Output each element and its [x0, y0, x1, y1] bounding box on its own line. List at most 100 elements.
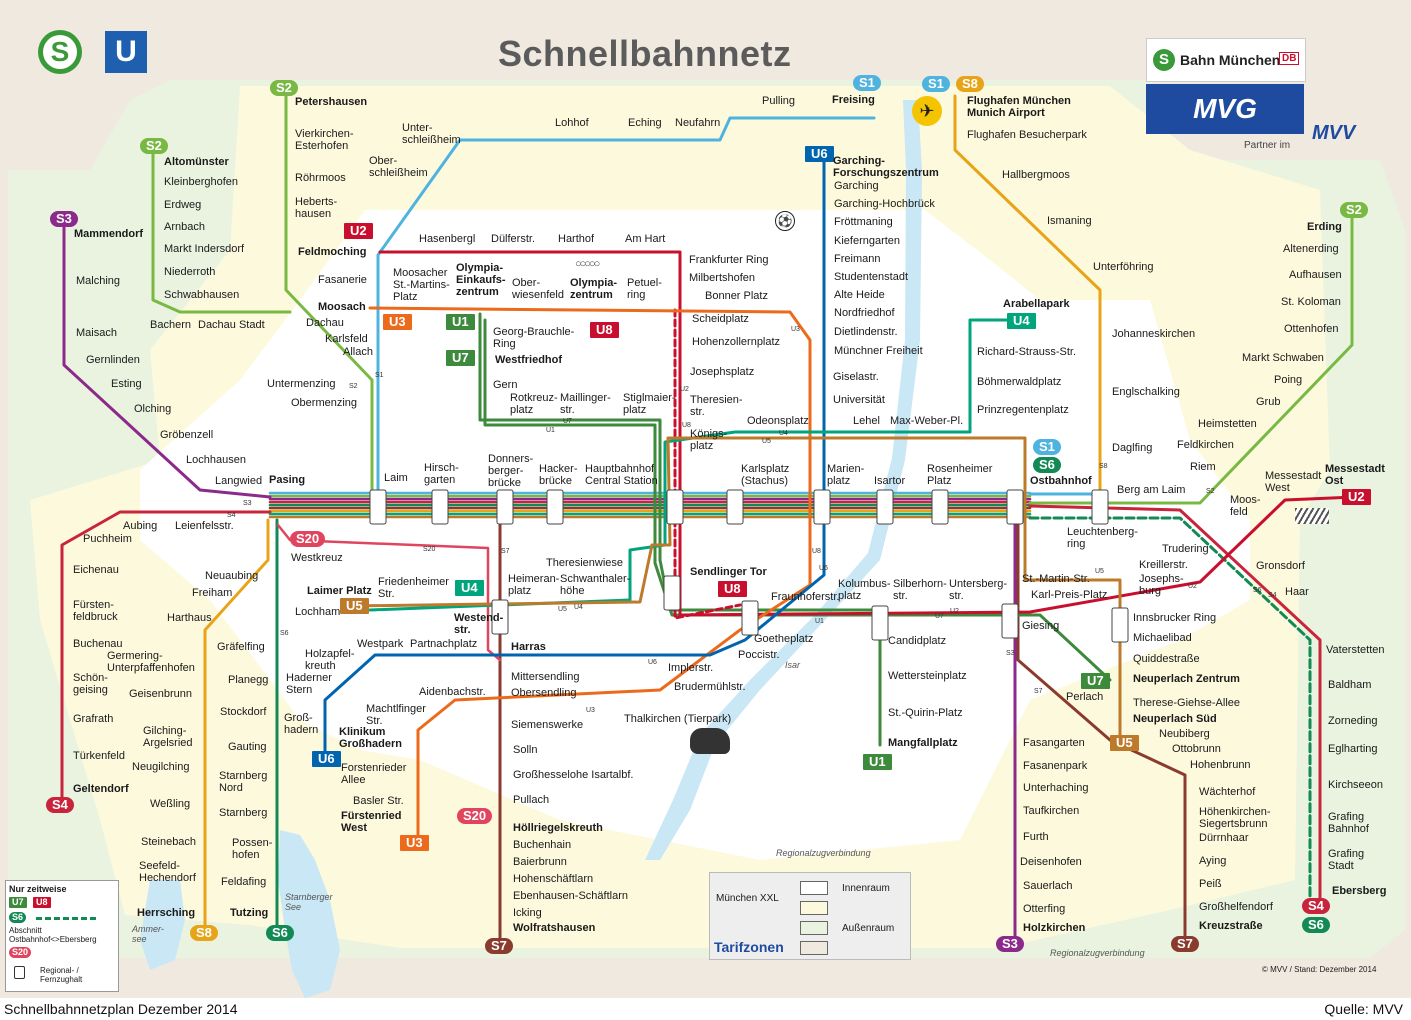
station-label[interactable]: Moosacher St.-Martins- Platz: [393, 267, 450, 303]
station-label[interactable]: Friedenheimer Str.: [378, 576, 449, 600]
station-label[interactable]: Westpark: [357, 638, 404, 650]
station-label[interactable]: Goetheplatz: [754, 633, 814, 645]
station-label[interactable]: Untersberg- str.: [949, 578, 1008, 602]
station-label[interactable]: Partnachplatz: [410, 638, 478, 650]
station-label[interactable]: Ober- schleißheim: [369, 155, 428, 179]
station-label[interactable]: Fasangarten: [1023, 737, 1085, 749]
station-label[interactable]: Starnberg: [219, 807, 268, 819]
station-label[interactable]: Olching: [134, 403, 172, 415]
line-badge-u8[interactable]: U8: [590, 322, 619, 338]
station-label[interactable]: Giesing: [1022, 620, 1060, 632]
station-label[interactable]: Buchenau: [73, 638, 123, 650]
station-label[interactable]: Daglfing: [1112, 442, 1153, 454]
station-label[interactable]: Moosach: [318, 301, 366, 313]
station-label[interactable]: Markt Schwaben: [1242, 352, 1324, 364]
station-label[interactable]: Olympia- Einkaufs- zentrum: [456, 262, 506, 298]
station-label[interactable]: Heberts- hausen: [295, 196, 338, 220]
station-label[interactable]: Rotkreuz- platz: [510, 392, 558, 416]
station-label[interactable]: Baierbrunn: [513, 856, 567, 868]
line-badge-s2[interactable]: S2: [140, 138, 168, 154]
station-label[interactable]: Harthaus: [167, 612, 212, 624]
station-label[interactable]: Ostbahnhof: [1030, 475, 1092, 487]
line-badge-u7[interactable]: U7: [446, 350, 475, 366]
station-label[interactable]: Malching: [76, 275, 121, 287]
station-label[interactable]: Candidplatz: [888, 635, 947, 647]
station-label[interactable]: Erding: [1307, 221, 1342, 233]
station-label[interactable]: Max-Weber-Pl.: [890, 415, 964, 427]
station-label[interactable]: Aying: [1199, 855, 1227, 867]
station-label[interactable]: Otterfing: [1023, 903, 1066, 915]
line-badge-u6[interactable]: U6: [805, 146, 834, 162]
station-label[interactable]: Grafing Stadt: [1328, 848, 1365, 872]
station-label[interactable]: Solln: [513, 744, 538, 756]
station-label[interactable]: Messestadt West: [1265, 470, 1322, 494]
station-label[interactable]: Milbertshofen: [689, 272, 756, 284]
station-label[interactable]: Hohenbrunn: [1190, 759, 1251, 771]
line-badge-s8[interactable]: S8: [190, 925, 218, 941]
station-label[interactable]: Königs- platz: [690, 428, 728, 452]
station-label[interactable]: Starnberg Nord: [219, 770, 268, 794]
station-label[interactable]: Lehel: [853, 415, 880, 427]
station-label[interactable]: Mammendorf: [74, 228, 144, 240]
line-badge-s7[interactable]: S7: [1171, 936, 1199, 952]
line-badge-s6[interactable]: S6: [1033, 457, 1061, 473]
station-label[interactable]: Fasanerie: [318, 274, 367, 286]
line-badge-s20[interactable]: S20: [290, 531, 326, 547]
station-label[interactable]: Thalkirchen (Tierpark): [624, 713, 732, 725]
station-label[interactable]: Lochhausen: [186, 454, 246, 466]
station-label[interactable]: Wettersteinplatz: [888, 670, 967, 682]
station-label[interactable]: Theresien- str.: [690, 394, 743, 418]
station-label[interactable]: Kirchseeon: [1328, 779, 1384, 791]
station-label[interactable]: Neuperlach Zentrum: [1133, 673, 1240, 685]
station-label[interactable]: Furth: [1023, 831, 1049, 843]
station-label[interactable]: Fröttmaning: [834, 216, 893, 228]
station-label[interactable]: Markt Indersdorf: [164, 243, 245, 255]
station-label[interactable]: Böhmerwaldplatz: [977, 376, 1062, 388]
line-badge-s3[interactable]: S3: [50, 211, 78, 227]
station-label[interactable]: Mangfallplatz: [888, 737, 958, 749]
station-label[interactable]: Fürstenried West: [341, 810, 402, 834]
station-label[interactable]: Karlsplatz (Stachus): [741, 463, 790, 487]
station-label[interactable]: Am Hart: [625, 233, 666, 245]
station-label[interactable]: Karlsfeld: [325, 333, 368, 345]
station-label[interactable]: Altenerding: [1283, 243, 1339, 255]
station-label[interactable]: Schwabhausen: [164, 289, 240, 301]
station-label[interactable]: Türkenfeld: [73, 750, 125, 762]
line-badge-u4[interactable]: U4: [1007, 313, 1036, 329]
station-label[interactable]: Holzapfel- kreuth: [305, 648, 355, 672]
line-badge-s7[interactable]: S7: [485, 938, 513, 954]
station-label[interactable]: Esting: [111, 378, 142, 390]
line-badge-u1[interactable]: U1: [446, 314, 475, 330]
line-badge-u3[interactable]: U3: [400, 835, 429, 851]
station-label[interactable]: Germering- Unterpfaffenhofen: [107, 650, 195, 674]
station-label[interactable]: Pasing: [269, 474, 306, 486]
station-label[interactable]: Heimstetten: [1198, 418, 1257, 430]
station-label[interactable]: Westend- str.: [454, 612, 504, 636]
station-label[interactable]: Allach: [343, 346, 373, 358]
station-label[interactable]: Perlach: [1066, 691, 1104, 703]
station-label[interactable]: Obersendling: [511, 687, 577, 699]
station-label[interactable]: Hauptbahnhof Central Station: [585, 463, 658, 487]
station-label[interactable]: Gern: [493, 379, 518, 391]
station-label[interactable]: Planegg: [228, 674, 269, 686]
station-label[interactable]: Hirsch- garten: [424, 462, 459, 486]
station-label[interactable]: Großhesselohe Isartalbf.: [513, 769, 634, 781]
station-label[interactable]: Fürsten- feldbruck: [73, 599, 118, 623]
station-label[interactable]: Fasanenpark: [1023, 760, 1088, 772]
station-label[interactable]: Scheidplatz: [692, 313, 749, 325]
station-label[interactable]: Arnbach: [164, 221, 205, 233]
station-label[interactable]: Eching: [628, 117, 662, 129]
station-label[interactable]: Ismaning: [1047, 215, 1092, 227]
station-label[interactable]: Petuel- ring: [627, 277, 662, 301]
station-label[interactable]: Röhrmoos: [295, 172, 346, 184]
station-label[interactable]: Moos- feld: [1230, 494, 1261, 518]
station-label[interactable]: Garching- Forschungszentrum: [833, 155, 939, 179]
station-label[interactable]: Englschalking: [1112, 386, 1180, 398]
station-label[interactable]: Eglharting: [1328, 743, 1378, 755]
station-label[interactable]: Ottenhofen: [1284, 323, 1339, 335]
station-label[interactable]: Grub: [1256, 396, 1281, 408]
line-badge-u3[interactable]: U3: [383, 314, 412, 330]
line-badge-s1[interactable]: S1: [922, 76, 950, 92]
station-label[interactable]: Ebenhausen-Schäftlarn: [513, 890, 628, 902]
station-label[interactable]: Machtlfinger Str.: [366, 703, 426, 727]
